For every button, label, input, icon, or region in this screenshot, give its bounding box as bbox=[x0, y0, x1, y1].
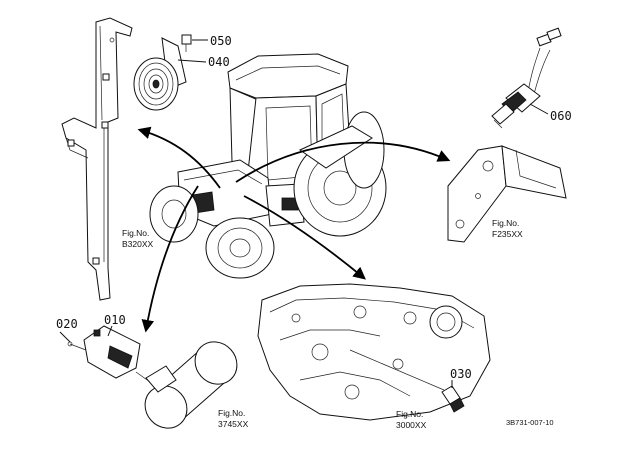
fig-ref-b320-line1: Fig.No. bbox=[122, 228, 149, 238]
part-label-050: 050 bbox=[210, 34, 232, 48]
part-label-040: 040 bbox=[208, 55, 230, 69]
fig-ref-3000-line2: 3000XX bbox=[396, 420, 427, 430]
fig-ref-f235-line2: F235XX bbox=[492, 229, 523, 239]
fig-ref-3745: Fig.No. 3745XX bbox=[218, 408, 249, 429]
horn bbox=[133, 37, 187, 111]
mounting-bracket bbox=[61, 17, 133, 301]
cylinder-part bbox=[135, 341, 238, 429]
part-label-010: 010 bbox=[104, 313, 126, 327]
document-id: 3B731-007-10 bbox=[506, 418, 554, 427]
switch-sensor bbox=[491, 27, 562, 129]
tractor bbox=[149, 53, 387, 279]
fig-ref-3745-line2: 3745XX bbox=[218, 419, 249, 429]
fig-ref-b320: Fig.No. B320XX bbox=[122, 228, 154, 249]
reference-arrows bbox=[137, 126, 451, 333]
fig-ref-f235: Fig.No. F235XX bbox=[492, 218, 523, 239]
temp-sensor bbox=[349, 349, 465, 413]
part-label-060: 060 bbox=[550, 109, 572, 123]
fig-ref-3000-line1: Fig.No. bbox=[396, 409, 423, 419]
leader-lines bbox=[59, 39, 549, 388]
part-label-020: 020 bbox=[56, 317, 78, 331]
switch-bracket bbox=[447, 145, 567, 243]
fig-ref-b320-line2: B320XX bbox=[122, 239, 154, 249]
part-label-030: 030 bbox=[450, 367, 472, 381]
fig-ref-3000: Fig.No. 3000XX bbox=[396, 409, 427, 430]
fig-ref-f235-line1: Fig.No. bbox=[492, 218, 519, 228]
fig-ref-3745-line1: Fig.No. bbox=[218, 408, 245, 418]
bolt-050 bbox=[181, 34, 192, 52]
engine-block bbox=[257, 283, 491, 421]
relay-unit bbox=[67, 325, 141, 379]
